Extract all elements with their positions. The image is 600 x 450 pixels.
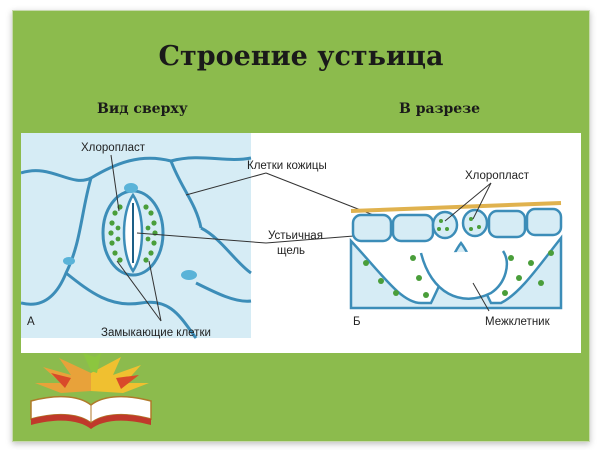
- stomata-diagram: Хлоропласт Клетки кожицы Устьичная щель …: [21, 133, 563, 339]
- epidermis-cross-section: [350, 201, 563, 243]
- label-panel-a: А: [27, 316, 35, 328]
- slide: Строение устьица Вид сверху В разрезе: [12, 10, 590, 442]
- guard-cells-top-view: [101, 189, 165, 277]
- label-panel-b: Б: [353, 316, 361, 328]
- label-guard-cells: Замыкающие клетки: [101, 327, 211, 339]
- label-intercellular: Межклетник: [485, 316, 551, 328]
- subtitle-top-view: Вид сверху: [97, 101, 188, 117]
- label-skin-cells: Клетки кожицы: [247, 160, 327, 172]
- subtitle-cross-section: В разрезе: [399, 101, 481, 117]
- stomata-figure: Хлоропласт Клетки кожицы Устьичная щель …: [21, 133, 581, 353]
- nuclei-top-view: [63, 183, 197, 280]
- open-book-with-autumn-leaves-icon: [30, 353, 152, 429]
- mesophyll-cross-section: [349, 234, 563, 310]
- label-stomatal-slit-2: щель: [277, 245, 305, 257]
- label-chloroplast-right: Хлоропласт: [465, 170, 530, 182]
- leader-lines-right: [444, 182, 492, 312]
- label-stomatal-slit-1: Устьичная: [268, 230, 323, 242]
- slide-title: Строение устьица: [158, 41, 444, 72]
- label-chloroplast-left: Хлоропласт: [81, 142, 146, 154]
